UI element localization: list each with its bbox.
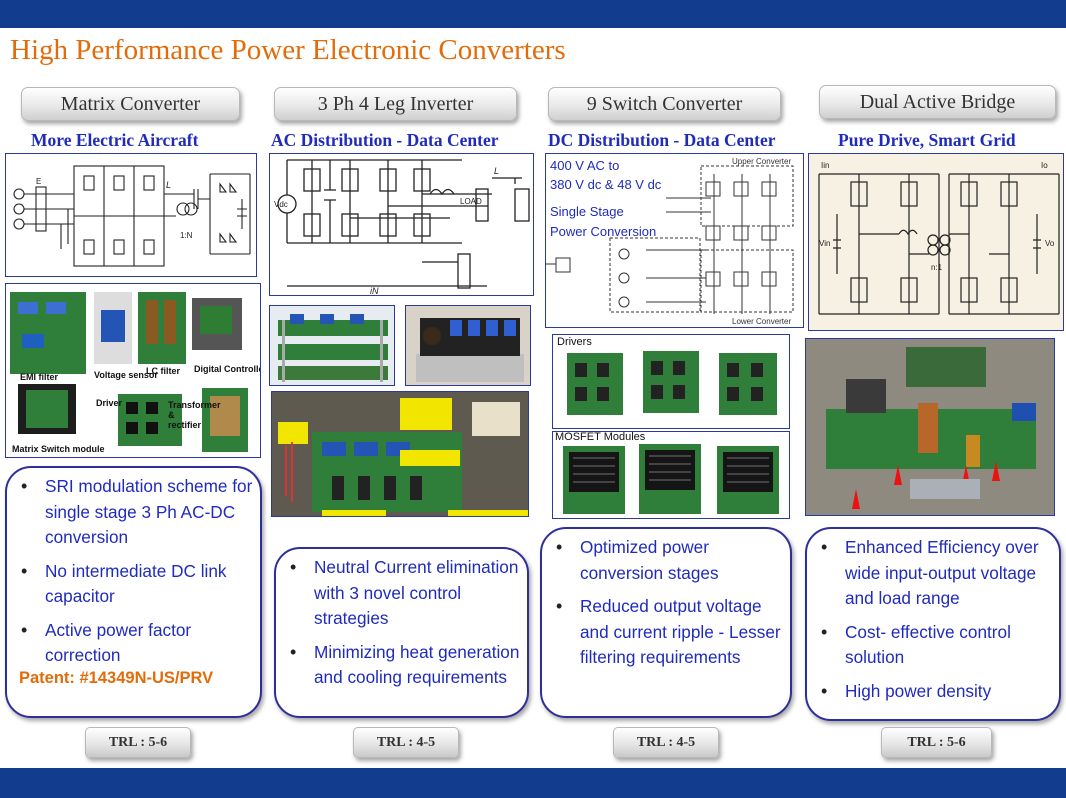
feature-bullet: Enhanced Efficiency over wide input-outp… xyxy=(817,535,1053,612)
photo-label: Digital Controller xyxy=(194,364,261,374)
application-label: Pure Drive, Smart Grid xyxy=(838,130,1016,150)
trl-badge: TRL : 5-6 xyxy=(881,727,992,758)
feature-bullet: Minimizing heat generation and cooling r… xyxy=(286,640,521,691)
tab-matrix-converter: Matrix Converter xyxy=(21,87,240,121)
feature-bullet: SRI modulation scheme for single stage 3… xyxy=(17,474,254,551)
dual-active-bridge-schematic: Iin Io Vin Vo n:1 xyxy=(808,153,1064,331)
feature-bullet: Neutral Current elimination with 3 novel… xyxy=(286,555,521,632)
inverter-test-setup-photo xyxy=(271,391,529,517)
bottom-banner-bar xyxy=(0,768,1066,798)
tab-9-switch-converter: 9 Switch Converter xyxy=(548,87,781,121)
photo-label: Voltage sensor xyxy=(94,370,158,380)
four-leg-inverter-schematic: Vdc L iN LOAD xyxy=(269,153,534,296)
tab-dual-active-bridge: Dual Active Bridge xyxy=(819,85,1056,119)
feature-bullet: No intermediate DC link capacitor xyxy=(17,559,254,610)
svg-text:1:N: 1:N xyxy=(180,231,193,240)
circuit-caption: 400 V AC to xyxy=(550,158,620,173)
inverter-stack-photo xyxy=(269,305,395,386)
trl-badge: TRL : 4-5 xyxy=(353,727,459,758)
top-banner-bar xyxy=(0,0,1066,28)
inverter-module-photo xyxy=(405,305,531,386)
mosfet-modules-photo: MOSFET Modules xyxy=(552,431,790,519)
matrix-converter-hardware-photos: EMI filter Voltage sensor LC filter Digi… xyxy=(5,283,261,458)
svg-text:Io: Io xyxy=(1041,161,1048,170)
tab-4-leg-inverter: 3 Ph 4 Leg Inverter xyxy=(274,87,517,121)
application-label: DC Distribution - Data Center xyxy=(548,130,776,150)
feature-bullet: Optimized power conversion stages xyxy=(552,535,784,586)
svg-text:Vin: Vin xyxy=(819,239,830,248)
svg-text:Vo: Vo xyxy=(1045,239,1055,248)
circuit-caption: Single Stage xyxy=(550,204,624,219)
feature-box-matrix-converter: SRI modulation scheme for single stage 3… xyxy=(5,466,262,718)
circuit-caption: 380 V dc & 48 V dc xyxy=(550,177,662,192)
svg-text:Lower Converter: Lower Converter xyxy=(732,317,791,326)
feature-box-dual-active-bridge: Enhanced Efficiency over wide input-outp… xyxy=(805,527,1061,721)
trl-badge: TRL : 4-5 xyxy=(613,727,719,758)
svg-text:Iin: Iin xyxy=(821,161,829,170)
matrix-converter-schematic: E L 1:N xyxy=(5,153,257,277)
drivers-photo: Drivers xyxy=(552,334,790,429)
feature-bullet: Active power factor correction xyxy=(17,618,254,669)
feature-box-9-switch-converter: Optimized power conversion stages Reduce… xyxy=(540,527,792,718)
feature-bullet: Cost- effective control solution xyxy=(817,620,1053,671)
nine-switch-schematic: Upper Converter Lower Converter 400 V AC… xyxy=(545,153,804,328)
circuit-caption: Power Conversion xyxy=(550,224,657,239)
page-title: High Performance Power Electronic Conver… xyxy=(10,34,566,66)
svg-text:L: L xyxy=(166,180,171,190)
svg-text:n:1: n:1 xyxy=(931,263,943,272)
svg-text:iN: iN xyxy=(370,286,379,296)
photo-label: Drivers xyxy=(557,336,592,348)
feature-bullet: Reduced output voltage and current rippl… xyxy=(552,594,784,671)
svg-text:L: L xyxy=(494,166,499,176)
application-label: More Electric Aircraft xyxy=(31,130,199,150)
feature-bullet: High power density xyxy=(817,679,1053,705)
svg-text:Vdc: Vdc xyxy=(274,200,288,209)
feature-box-4-leg-inverter: Neutral Current elimination with 3 novel… xyxy=(274,547,529,718)
patent-number: Patent: #14349N-US/PRV xyxy=(19,668,214,687)
photo-label: LC filter xyxy=(146,366,181,376)
photo-label: Transformer & rectifier xyxy=(168,400,221,430)
photo-label: MOSFET Modules xyxy=(555,431,646,443)
svg-text:Upper Converter: Upper Converter xyxy=(732,157,791,166)
svg-text:E: E xyxy=(36,177,41,186)
photo-label: Driver xyxy=(96,398,123,408)
photo-label: EMI filter xyxy=(20,372,59,382)
svg-text:LOAD: LOAD xyxy=(460,197,482,206)
photo-label: Matrix Switch module xyxy=(12,444,105,454)
application-label: AC Distribution - Data Center xyxy=(271,130,499,150)
dual-active-bridge-hardware-photo xyxy=(805,338,1055,516)
trl-badge: TRL : 5-6 xyxy=(85,727,191,758)
